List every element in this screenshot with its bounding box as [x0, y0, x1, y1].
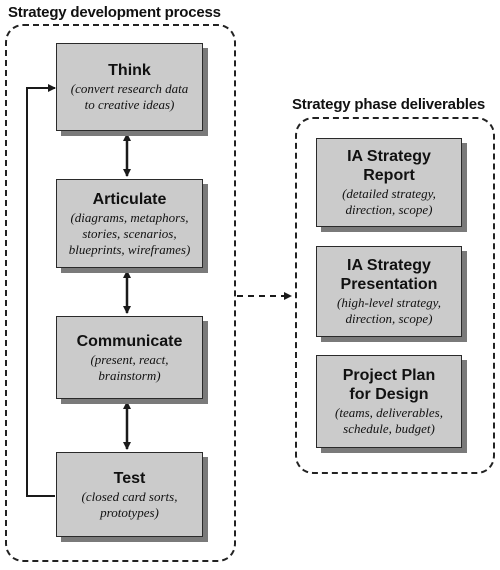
process-step-desc: (present, react, brainstorm): [90, 351, 169, 383]
deliverable-title: Project Plan for Design: [342, 367, 436, 403]
process-step-articulate: Articulate (diagrams, metaphors, stories…: [56, 179, 203, 268]
process-step-title: Think: [108, 62, 151, 79]
feedback-loop-test-to-think: [26, 84, 56, 497]
process-step-desc: (closed card sorts, prototypes): [81, 488, 178, 520]
process-step-test: Test (closed card sorts, prototypes): [56, 452, 203, 537]
deliverables-group-title: Strategy phase deliverables: [292, 96, 486, 113]
process-step-title: Test: [113, 469, 146, 487]
deliverable-desc: (high-level strategy, direction, scope): [337, 295, 441, 326]
deliverable-desc: (detailed strategy, direction, scope): [342, 186, 436, 217]
process-group-container: [5, 24, 236, 562]
deliverable-title: IA Strategy Report: [347, 148, 431, 184]
process-step-title: Communicate: [76, 332, 183, 350]
process-step-title: Articulate: [92, 190, 167, 208]
deliverable-ia-strategy-report: IA Strategy Report (detailed strategy, d…: [316, 138, 462, 227]
deliverable-title: IA Strategy Presentation: [340, 257, 438, 293]
deliverable-ia-strategy-presentation: IA Strategy Presentation (high-level str…: [316, 246, 462, 337]
process-group-title: Strategy development process: [8, 4, 221, 21]
process-step-think: Think (convert research data to creative…: [56, 43, 203, 131]
process-step-desc: (diagrams, metaphors, stories, scenarios…: [68, 209, 191, 257]
deliverable-desc: (teams, deliverables, schedule, budget): [335, 405, 443, 436]
process-step-desc: (convert research data to creative ideas…: [70, 81, 189, 112]
deliverable-project-plan-for-design: Project Plan for Design (teams, delivera…: [316, 355, 462, 448]
deliverables-group-container: [295, 117, 495, 474]
process-step-communicate: Communicate (present, react, brainstorm): [56, 316, 203, 399]
